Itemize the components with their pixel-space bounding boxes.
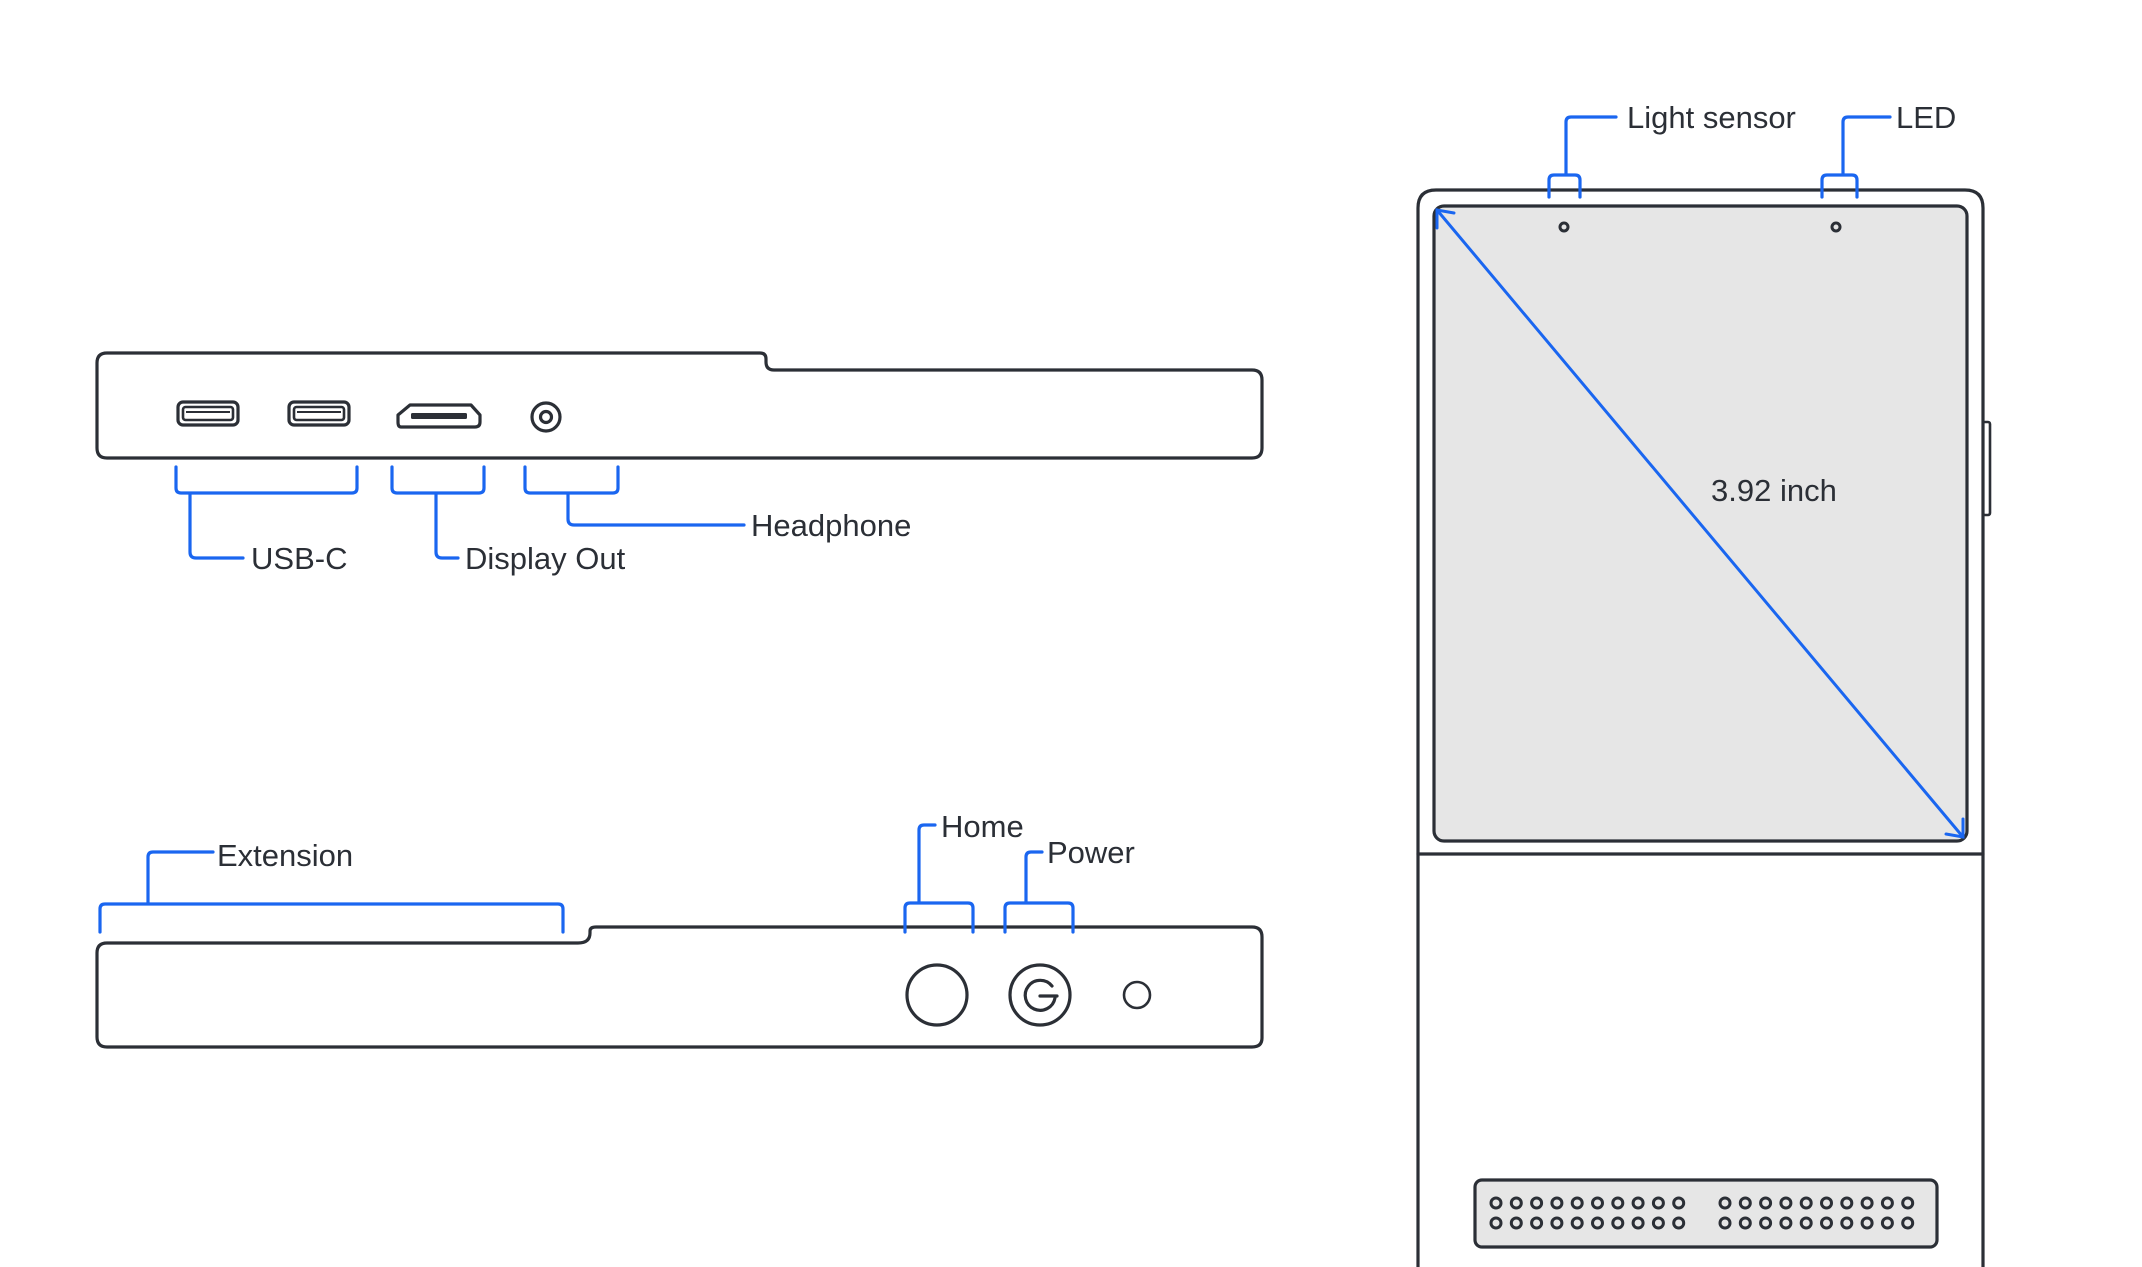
speaker-hole (1759, 1196, 1773, 1210)
speaker-hole (1570, 1216, 1584, 1230)
speaker-hole (1651, 1196, 1665, 1210)
speaker-hole (1530, 1196, 1544, 1210)
speaker-hole (1759, 1216, 1773, 1230)
speaker-hole (1530, 1216, 1544, 1230)
speaker-hole (1550, 1196, 1564, 1210)
speaker-hole (1631, 1196, 1645, 1210)
screen-diagonal-arrow (1435, 208, 1965, 839)
headphone-callout-line (523, 465, 746, 527)
speaker-hole (1550, 1216, 1564, 1230)
speaker-hole (1489, 1216, 1503, 1230)
speaker-hole (1718, 1196, 1732, 1210)
front-view: 3.92 inch Light sensor LED (1416, 100, 1992, 1267)
light-sensor-label: Light sensor (1627, 100, 1796, 135)
speaker-hole (1738, 1196, 1752, 1210)
power-icon (1008, 963, 1072, 1027)
speaker-hole (1799, 1216, 1813, 1230)
usb-c-port-icon (287, 400, 351, 427)
speaker-hole (1799, 1196, 1813, 1210)
usb-c-label: USB-C (251, 541, 347, 576)
speaker-hole (1672, 1216, 1686, 1230)
extension-callout-line (98, 850, 565, 934)
speaker-hole (1489, 1196, 1503, 1210)
speaker-hole (1570, 1196, 1584, 1210)
speaker-hole (1718, 1216, 1732, 1230)
headphone-label: Headphone (751, 508, 911, 543)
speaker-hole (1820, 1196, 1833, 1210)
speaker-hole (1840, 1216, 1854, 1230)
usb-c-port-icon (176, 400, 240, 427)
power-label: Power (1047, 835, 1135, 870)
speaker-hole (1901, 1216, 1915, 1230)
front-body-outline (1416, 188, 1985, 1267)
speaker-hole (1509, 1196, 1523, 1210)
side-button-icon (1981, 420, 1992, 517)
speaker-hole (1631, 1216, 1645, 1230)
light-sensor-icon (1558, 221, 1570, 233)
speaker-hole (1880, 1196, 1894, 1210)
home-button-icon (905, 963, 969, 1027)
speaker-hole (1840, 1196, 1854, 1210)
led-callout-line (1820, 115, 1892, 199)
bottom-edge-view: Extension Home Power (95, 809, 1264, 1049)
headphone-jack-icon (530, 401, 562, 433)
speaker-hole (1591, 1216, 1604, 1230)
speaker-hole (1738, 1216, 1752, 1230)
screen-diagonal-label: 3.92 inch (1711, 473, 1837, 508)
speaker-hole (1591, 1196, 1604, 1210)
speaker-hole (1779, 1196, 1793, 1210)
speaker-hole (1820, 1216, 1833, 1230)
led-label: LED (1896, 100, 1956, 135)
speaker-hole (1779, 1216, 1793, 1230)
speaker-hole (1901, 1196, 1915, 1210)
home-label: Home (941, 809, 1024, 844)
speaker-hole (1651, 1216, 1665, 1230)
speaker-hole (1860, 1216, 1874, 1230)
pinhole-icon (1122, 980, 1152, 1010)
led-icon (1830, 221, 1842, 233)
speaker-hole (1509, 1216, 1523, 1230)
usb-c-callout-line (174, 465, 359, 560)
top-edge-body-outline (95, 351, 1264, 460)
display-out-label: Display Out (465, 541, 626, 576)
speaker-hole (1611, 1216, 1625, 1230)
hdmi-port-icon (396, 403, 482, 429)
light-sensor-callout-line (1547, 115, 1618, 199)
extension-label: Extension (217, 838, 353, 873)
speaker-hole (1860, 1196, 1874, 1210)
speaker-hole (1880, 1216, 1894, 1230)
display-out-callout-line (390, 465, 486, 560)
speaker-hole (1672, 1196, 1686, 1210)
bottom-edge-body-outline (95, 925, 1264, 1049)
home-callout-line (903, 823, 975, 934)
speaker-grille-holes (1489, 1196, 1915, 1230)
speaker-hole (1611, 1196, 1625, 1210)
top-edge-view: USB-C Display Out Headphone (95, 351, 1264, 576)
power-callout-line (1003, 850, 1075, 934)
speaker-grille (1473, 1178, 1939, 1249)
